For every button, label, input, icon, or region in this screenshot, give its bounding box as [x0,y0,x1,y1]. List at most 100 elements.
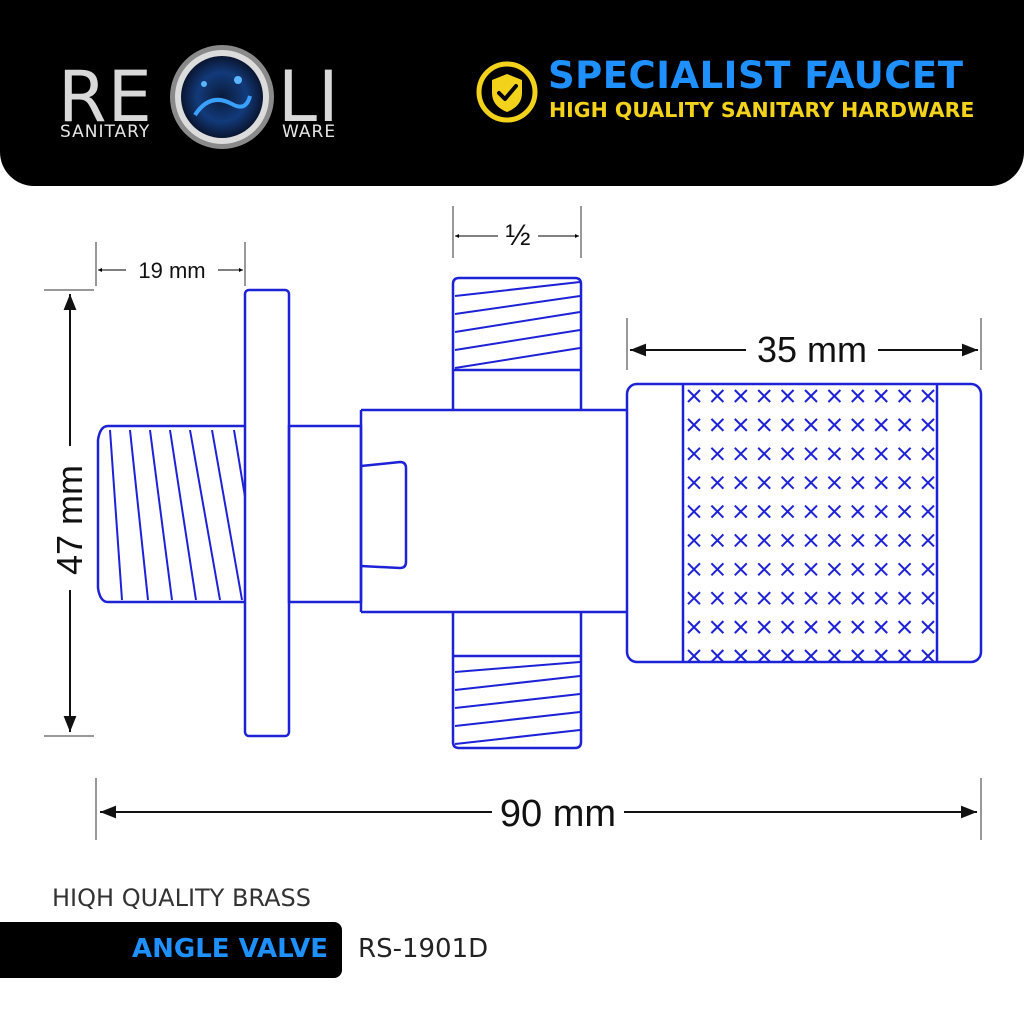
knurl-mark [687,504,701,519]
knurl-mark [757,447,771,461]
top-outlet-nut [451,276,583,410]
knurl-mark [780,620,795,634]
knurl-mark [757,504,771,519]
knurl-mark [734,418,748,432]
knurl-mark [827,504,842,519]
top-nut-threads [454,281,581,369]
knurl-mark [827,389,842,403]
handle-knurling [687,389,935,663]
knurl-mark [921,447,935,461]
height-label: 47 mm [49,465,90,575]
thread-length-label: 19 mm [138,258,205,283]
knurl-mark [827,418,842,432]
brand-sub-left: SANITARY [60,122,151,142]
knurl-mark [687,389,701,403]
knurl-mark [780,475,795,490]
knurl-mark [827,591,842,605]
knurl-mark [734,562,748,577]
knurl-mark [780,562,795,577]
knurl-mark [710,475,725,490]
knurl-mark [921,533,935,548]
knurl-mark [897,620,912,634]
knurl-mark [897,389,912,403]
knurl-mark [897,533,912,548]
brand-sub-right: WARE [282,122,337,142]
knurl-mark [687,447,701,461]
knurl-mark [710,620,725,634]
knurl-mark [827,533,842,548]
knurl-mark [874,389,888,403]
knurl-mark [897,447,912,461]
knurl-mark [757,562,771,577]
material-label: HIQH QUALITY BRASS [52,884,312,912]
knurl-mark [804,475,818,490]
knurl-mark [874,475,888,490]
total-length-label: 90 mm [500,793,616,835]
knurl-mark [804,620,818,634]
valve-drawing [96,276,983,750]
extension-lines [44,206,982,840]
knurl-mark [687,562,701,577]
knurl-mark [804,562,818,577]
knurl-mark [921,418,935,432]
tagline-title: SPECIALIST FAUCET [548,54,964,97]
bottom-outlet-nut [451,612,583,750]
port-size-label: ½ [505,219,530,252]
knurl-mark [710,389,725,403]
knurl-mark [921,649,935,663]
knurl-mark [734,533,748,548]
knurl-mark [780,418,795,432]
knurl-mark [710,447,725,461]
knurl-mark [827,620,842,634]
product-name: ANGLE VALVE [132,934,328,964]
knurl-mark [921,562,935,577]
knurl-mark [687,418,701,432]
knurl-mark [897,504,912,519]
knurl-mark [851,447,865,461]
knurl-mark [804,389,818,403]
knurl-mark [780,533,795,548]
knurl-mark [851,591,865,605]
knurl-mark [804,447,818,461]
knurl-mark [710,591,725,605]
knurl-mark [734,389,748,403]
brand-logo-ring [170,45,274,149]
tagline-subtitle: HIGH QUALITY SANITARY HARDWARE [549,98,975,122]
knurl-mark [851,620,865,634]
knurl-mark [757,533,771,548]
knurl-mark [734,504,748,519]
knurl-mark [710,649,725,663]
knurl-mark [897,649,912,663]
knurl-mark [874,591,888,605]
knurl-mark [710,504,725,519]
knurl-mark [780,447,795,461]
knurl-mark [734,649,748,663]
knurl-mark [851,649,865,663]
knurl-mark [804,504,818,519]
knurl-mark [874,562,888,577]
knurl-mark [710,562,725,577]
knurl-mark [757,389,771,403]
knurl-mark [780,591,795,605]
knurl-mark [734,475,748,490]
neck [287,424,363,604]
knurl-mark [851,562,865,577]
knurl-mark [851,504,865,519]
knurl-mark [874,620,888,634]
knurl-mark [921,591,935,605]
bottom-nut-threads [454,661,581,745]
knurl-mark [804,533,818,548]
knurl-mark [780,649,795,663]
knurl-mark [780,389,795,403]
knurl-mark [687,533,701,548]
handle-length-label: 35 mm [757,329,867,370]
knurl-mark [757,620,771,634]
knurl-mark [921,475,935,490]
knurl-mark [757,649,771,663]
knurl-mark [687,475,701,490]
knurl-mark [687,649,701,663]
knurl-mark [851,475,865,490]
knurl-mark [710,418,725,432]
knurl-mark [897,562,912,577]
